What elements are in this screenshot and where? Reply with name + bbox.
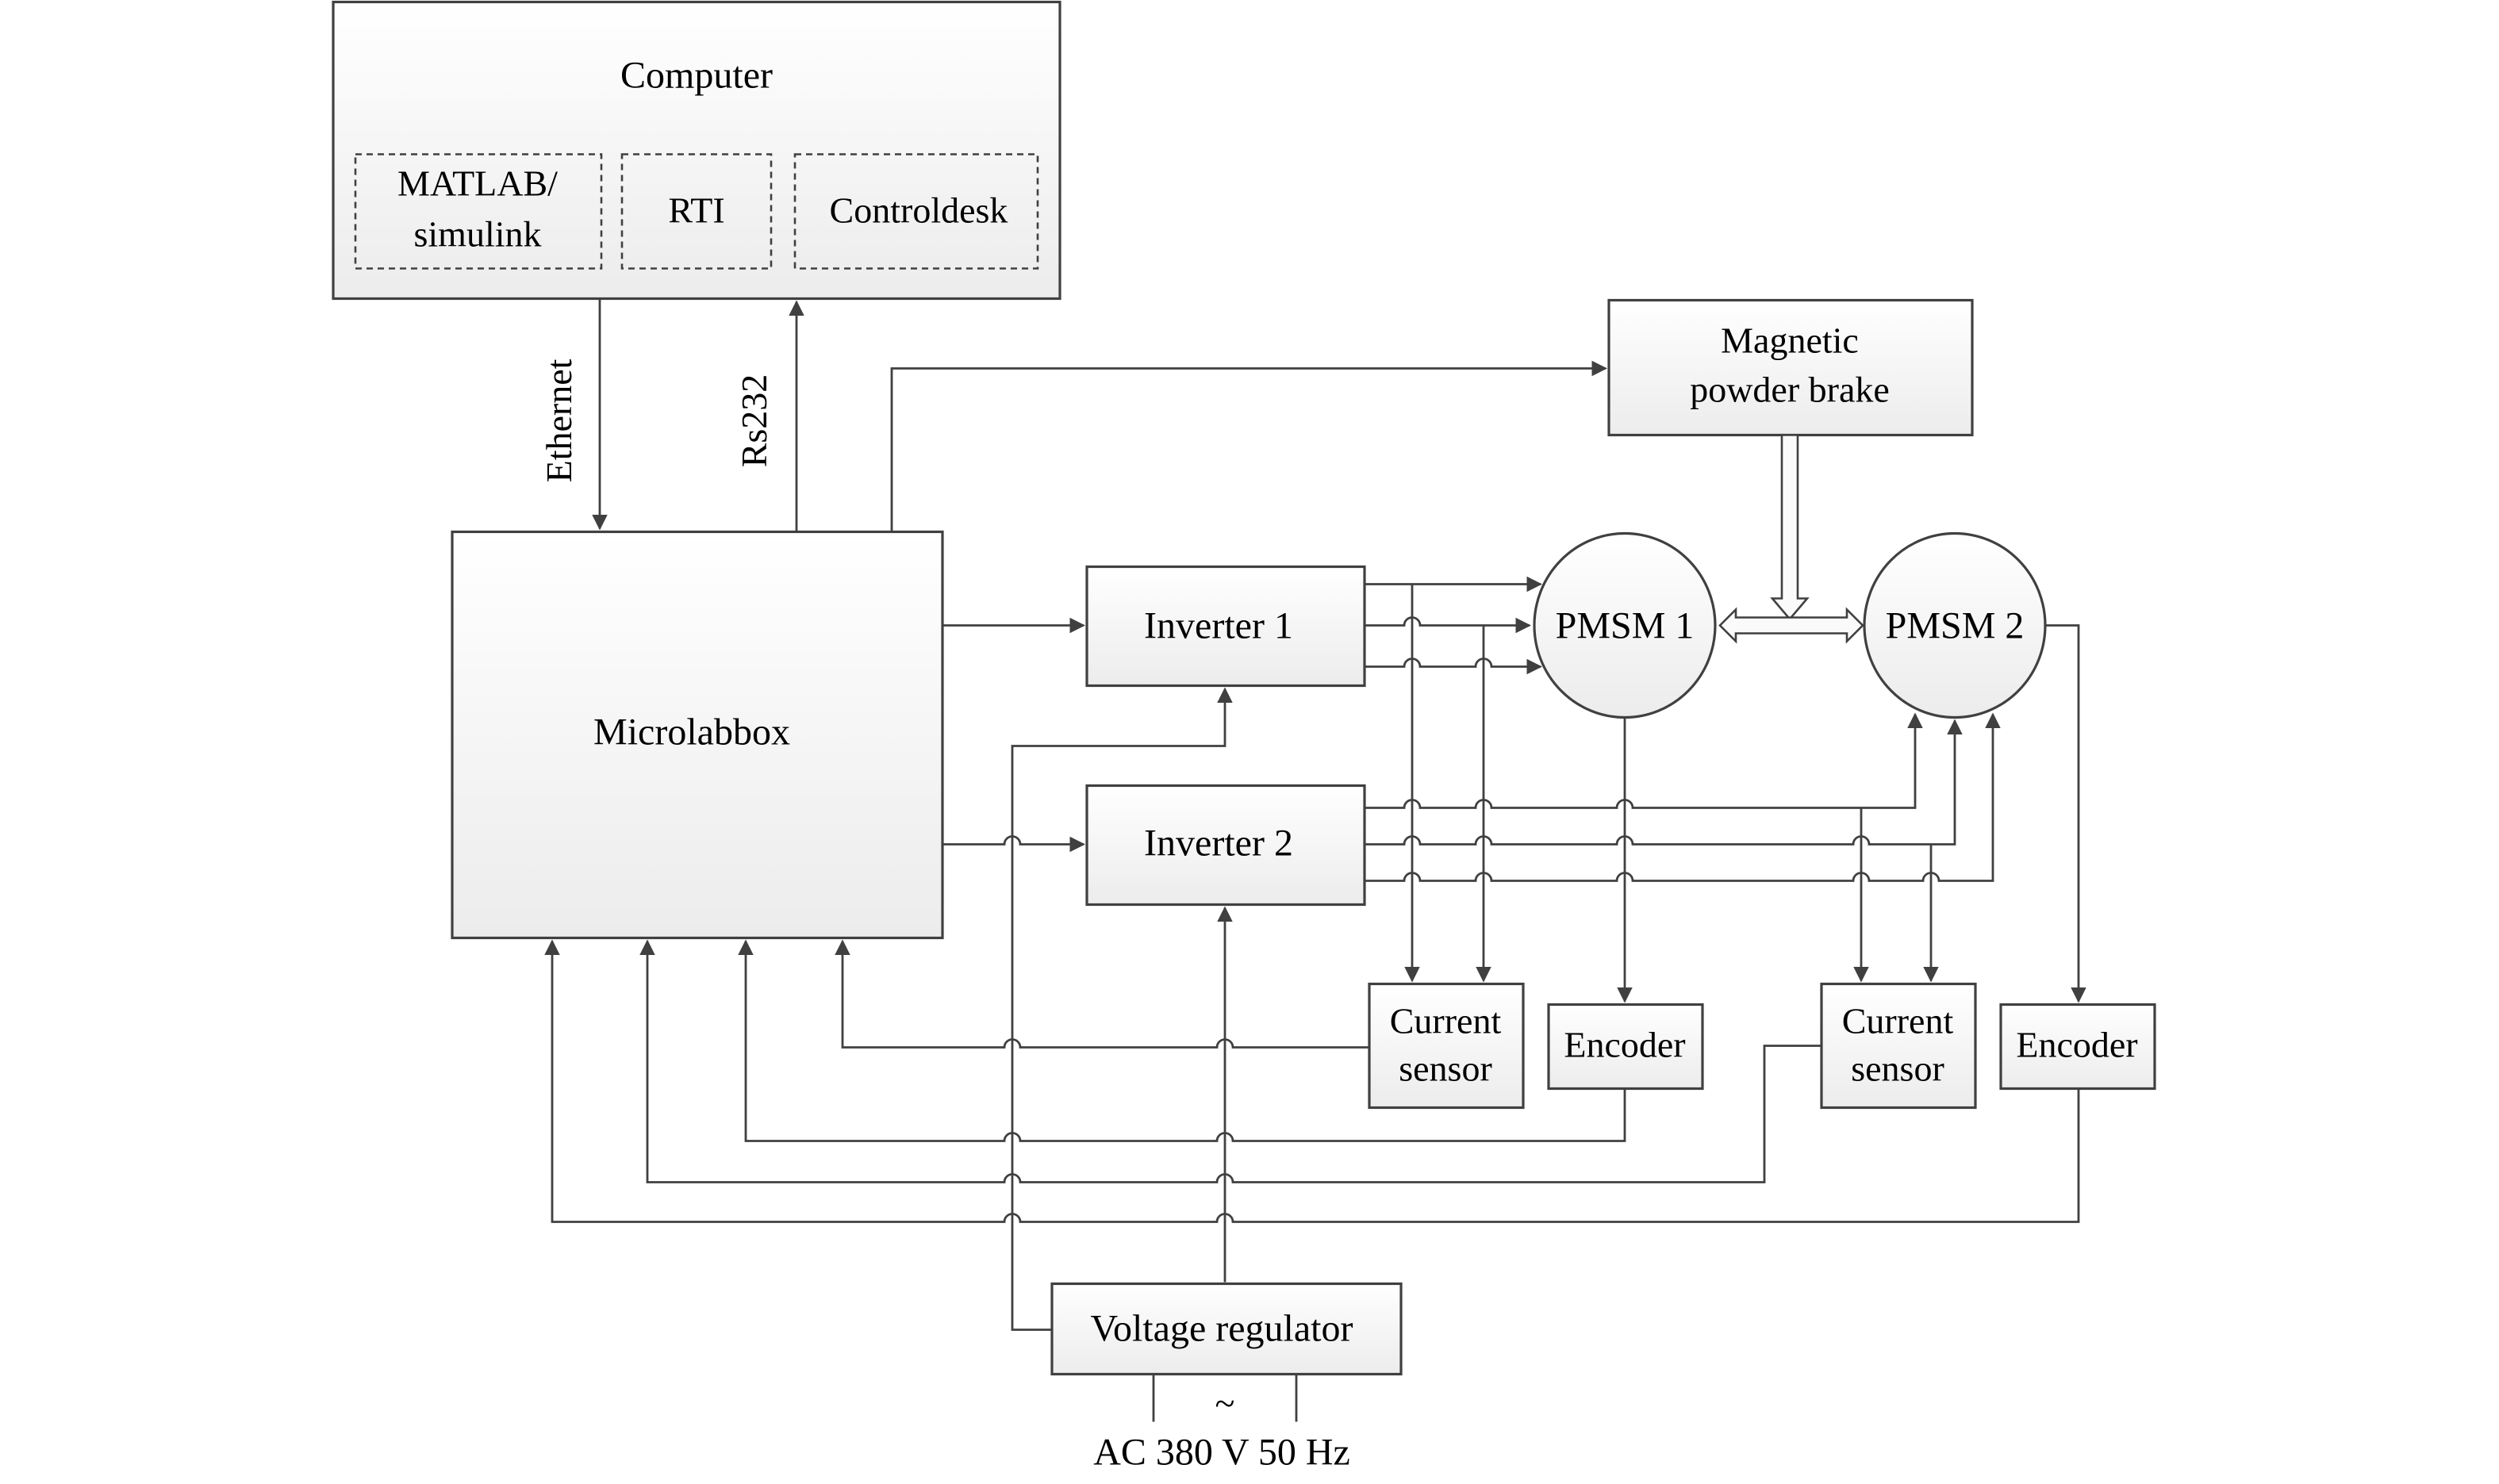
- inverter1-block: Inverter 1: [1085, 565, 1366, 688]
- voltage-regulator-block: Voltage regulator: [1050, 1282, 1403, 1376]
- phase-a2-wire: [1365, 712, 1923, 809]
- encoder-1-feedback: [738, 939, 1626, 1142]
- inverter1-label: Inverter 1: [1144, 605, 1293, 647]
- inverter2-label: Inverter 2: [1144, 823, 1293, 865]
- encoder2-shaft-wire: [2045, 624, 2086, 1003]
- rs232-label: Rs232: [734, 374, 774, 468]
- encoder-2-label: Encoder: [2016, 1025, 2137, 1065]
- microlabbox-label: Microlabbox: [593, 711, 790, 754]
- current-sensor-2-label-2: sensor: [1851, 1049, 1944, 1089]
- computer-label: Computer: [620, 55, 773, 97]
- current-sensor-1-feedback: [835, 939, 1369, 1049]
- brake-control-arrow: [890, 360, 1607, 532]
- pmsm2-motor: PMSM 2: [1863, 531, 2047, 719]
- phase-c1-wire: [1365, 658, 1542, 675]
- computer-block: Computer MATLAB/ simulink RTI Controldes…: [332, 0, 1061, 301]
- dc-supply-inverter1: [1011, 687, 1233, 1331]
- controldesk-module: [793, 153, 1039, 270]
- voltage-regulator-label: Voltage regulator: [1090, 1308, 1353, 1350]
- phase-c2-wire: [1365, 712, 2001, 882]
- ac-symbol: ~: [1215, 1383, 1235, 1424]
- encoder-1-label: Encoder: [1564, 1025, 1685, 1065]
- phase-b2-wire: [1365, 719, 1963, 846]
- brake-label-1: Magnetic: [1721, 320, 1859, 361]
- magnetic-brake-block: Magnetic powder brake: [1607, 298, 1974, 437]
- inverter2-block: Inverter 2: [1085, 784, 1366, 907]
- ethernet-label: Ethernet: [539, 359, 579, 482]
- current-sensor-2-block: Current sensor: [1820, 982, 1977, 1110]
- microlabbox-block: Microlabbox: [451, 530, 944, 940]
- current-sensor-2-feedback: [639, 939, 1821, 1183]
- pmsm2-label: PMSM 2: [1886, 605, 2025, 647]
- rti-module: [620, 153, 773, 270]
- encoder-1-block: Encoder: [1547, 1003, 1704, 1091]
- current-sensor-1-block: Current sensor: [1368, 982, 1525, 1110]
- simulink-label: simulink: [413, 214, 541, 255]
- phase-b1-wire: [1365, 616, 1531, 634]
- current-sensor-1-label-1: Current: [1390, 1001, 1502, 1041]
- pmsm1-motor: PMSM 1: [1533, 531, 1717, 719]
- current-sensor-1-label-2: sensor: [1399, 1049, 1492, 1089]
- pmsm1-label: PMSM 1: [1556, 605, 1695, 647]
- shaft-coupling-arrow: [1718, 607, 1864, 644]
- controldesk-label: Controldesk: [830, 190, 1008, 231]
- brake-load-arrow: [1770, 434, 1810, 621]
- rti-label: RTI: [668, 190, 724, 231]
- encoder-2-block: Encoder: [1999, 1003, 2156, 1091]
- ac-supply-label: AC 380 V 50 Hz: [1093, 1432, 1350, 1474]
- brake-label-2: powder brake: [1690, 370, 1890, 410]
- encoder-2-feedback: [544, 939, 2080, 1223]
- matlab-module: [354, 153, 603, 270]
- matlab-label: MATLAB/: [397, 163, 558, 204]
- current-sensor-2-label-1: Current: [1842, 1001, 1954, 1041]
